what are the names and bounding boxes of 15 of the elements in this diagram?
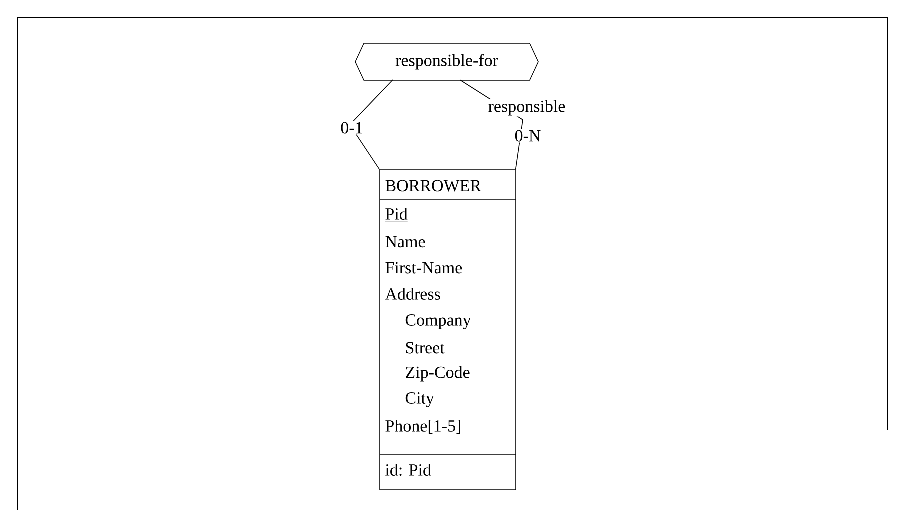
attribute-label: Phone[1-5] <box>386 420 460 434</box>
entity-name: BORROWER <box>386 180 482 192</box>
attribute-label: Name <box>386 236 426 248</box>
attribute-label: Street <box>406 342 445 354</box>
attribute-label: Pid <box>385 208 408 222</box>
cardinality-label: 0-N <box>515 130 541 142</box>
attribute-label: Zip-Code <box>406 366 470 382</box>
cardinality-label: 0-1 <box>341 122 362 134</box>
attribute-label: City <box>406 392 434 408</box>
attribute-label: Address <box>385 288 440 300</box>
attribute-label: First-Name <box>386 262 462 274</box>
attribute-label: Company <box>406 314 472 330</box>
role-label: responsible <box>488 100 566 116</box>
relationship-hexagon: responsible-for <box>355 43 539 81</box>
identifier-label: id: Pid <box>386 464 432 476</box>
